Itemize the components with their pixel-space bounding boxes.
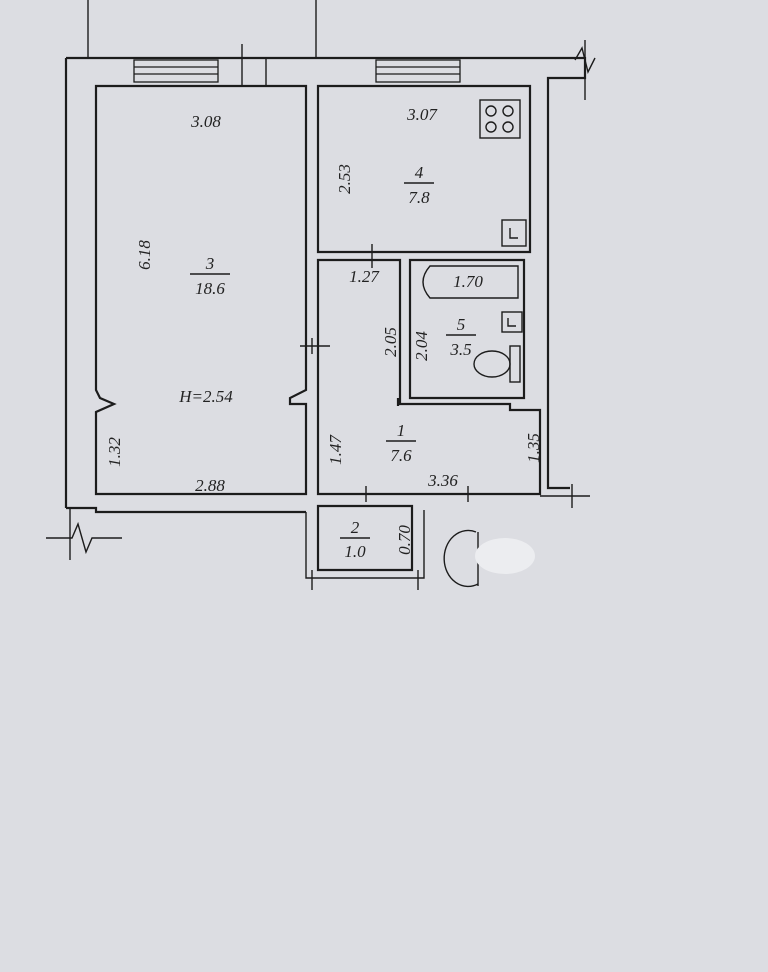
room-5-number: 5 [457, 315, 466, 334]
room-3-outline [94, 84, 308, 496]
window-room-4 [375, 59, 461, 83]
room-3-area: 18.6 [195, 279, 225, 298]
room-5-dim-side-b: 2.04 [412, 331, 431, 361]
room-4-dim-side: 2.53 [335, 164, 354, 194]
stove-icon [479, 99, 521, 139]
room-1-area: 7.6 [390, 446, 412, 465]
room-1-dim-right: 1.35 [524, 433, 543, 463]
room-3-dim-top: 3.08 [190, 112, 221, 131]
bathroom-sink-icon [501, 311, 523, 333]
room-1-dim-bottom: 3.36 [427, 471, 458, 490]
room-1-outline [316, 258, 542, 496]
outer-wall-top-right [66, 56, 587, 490]
ceiling-height-label: H=2.54 [178, 387, 233, 406]
room-4-dim-top: 3.07 [406, 105, 438, 124]
room-4-number: 4 [415, 163, 424, 182]
room-4-outline [316, 84, 532, 254]
room-1-dim-left: 1.47 [326, 434, 345, 465]
bathtub-icon [422, 265, 519, 299]
room-2-number: 2 [351, 518, 360, 537]
entrance-door-swing [443, 529, 479, 588]
room-2-dim-side: 0.70 [395, 525, 414, 555]
outer-wall-bottom-left [66, 506, 306, 514]
balcony-door [241, 44, 267, 86]
smudge-mark [475, 538, 535, 574]
room-2-outer-wall [305, 510, 425, 579]
room-4-area: 7.8 [408, 188, 430, 207]
room-5-area: 3.5 [449, 340, 471, 359]
room-2-area: 1.0 [344, 542, 366, 561]
room-3-dim-bottom-left: 1.32 [105, 437, 124, 467]
room-5-dim-side-a: 2.05 [381, 327, 400, 357]
room-5-dim-top: 1.70 [453, 272, 483, 291]
toilet-icon [473, 345, 521, 383]
room-5-outline [408, 258, 526, 400]
kitchen-sink-icon [501, 219, 527, 247]
window-room-3 [133, 59, 219, 83]
break-mark-bottom-left [46, 521, 122, 555]
room-2-outline [316, 504, 414, 572]
room-3-dim-side: 6.18 [135, 240, 154, 270]
room-4-dim-bottom: 1.27 [349, 267, 380, 286]
room-3-dim-bottom: 2.88 [195, 476, 225, 495]
room-3-number: 3 [205, 254, 215, 273]
room-1-number: 1 [397, 421, 406, 440]
